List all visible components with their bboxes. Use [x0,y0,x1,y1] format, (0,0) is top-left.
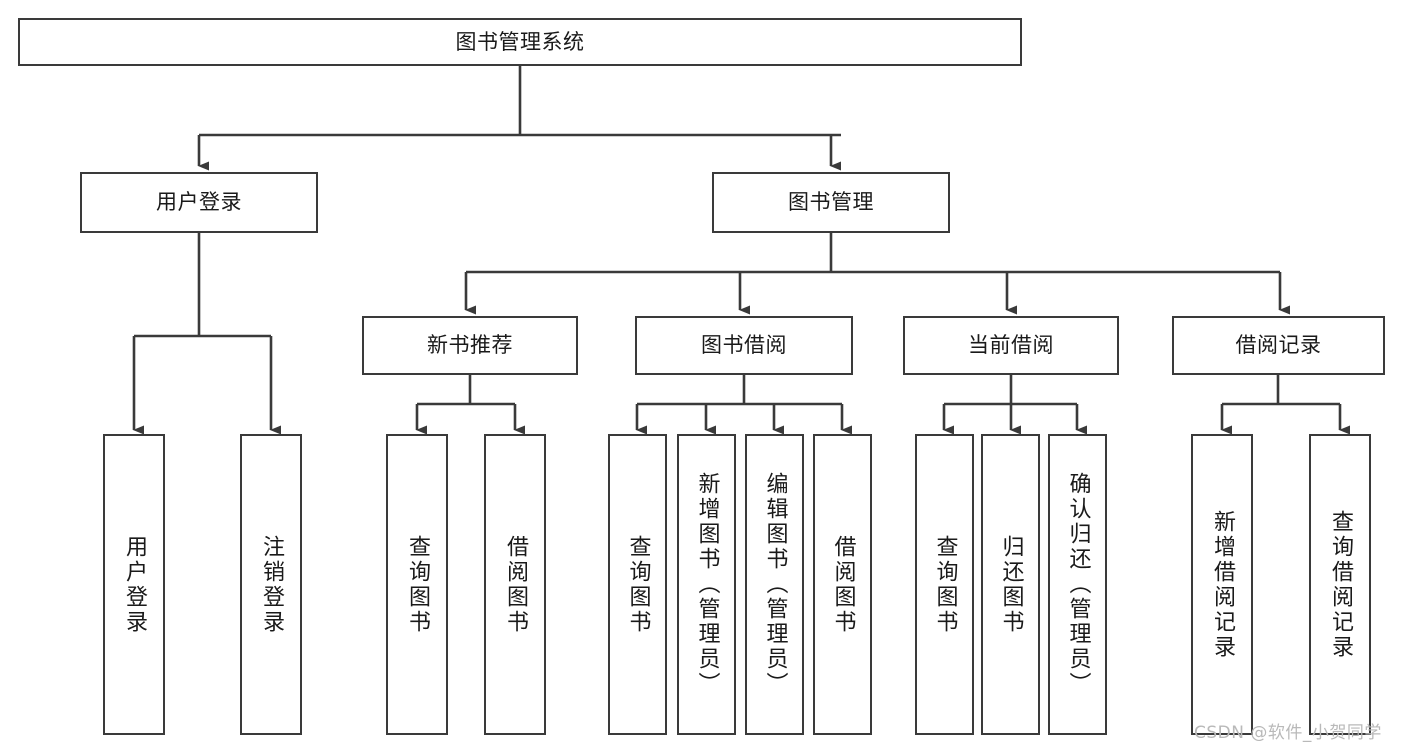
node-leaf-logout-label: 注销登录 [259,534,284,635]
node-leaf-borrow-book-label: 借阅图书 [830,534,856,635]
node-leaf-record-add-label: 新增借阅记录 [1210,509,1235,660]
node-leaf-user-login[interactable]: 用户登录 [103,434,165,735]
node-leaf-user-login-label: 用户登录 [122,534,147,635]
node-leaf-current-return-label: 归还图书 [998,534,1024,635]
node-leaf-borrow-add-label: 新增图书（管理员） [694,472,720,697]
node-leaf-borrow-edit[interactable]: 编辑图书（管理员） [745,434,804,735]
node-leaf-borrow-book[interactable]: 借阅图书 [813,434,872,735]
node-leaf-record-add[interactable]: 新增借阅记录 [1191,434,1253,735]
node-leaf-record-query[interactable]: 查询借阅记录 [1309,434,1371,735]
node-user-login[interactable]: 用户登录 [80,172,318,233]
node-borrow-record[interactable]: 借阅记录 [1172,316,1385,375]
node-new-book-recommend[interactable]: 新书推荐 [362,316,578,375]
node-leaf-borrow-query-label: 查询图书 [625,534,651,635]
node-leaf-newbook-query-label: 查询图书 [405,534,430,635]
node-leaf-logout[interactable]: 注销登录 [240,434,302,735]
node-root-system-label: 图书管理系统 [455,29,585,54]
node-book-borrow-label: 图书借阅 [701,333,787,358]
node-leaf-newbook-borrow[interactable]: 借阅图书 [484,434,546,735]
node-user-login-label: 用户登录 [156,190,242,215]
node-new-book-recommend-label: 新书推荐 [427,333,513,358]
node-leaf-borrow-edit-label: 编辑图书（管理员） [762,472,788,697]
node-current-borrow-label: 当前借阅 [968,333,1054,358]
watermark: CSDN @软件_小贺同学 [1194,723,1382,743]
node-leaf-current-query[interactable]: 查询图书 [915,434,974,735]
node-borrow-record-label: 借阅记录 [1235,333,1322,358]
node-root-system[interactable]: 图书管理系统 [18,18,1022,66]
node-book-manage[interactable]: 图书管理 [712,172,950,233]
node-leaf-borrow-query[interactable]: 查询图书 [608,434,667,735]
node-leaf-current-confirm-return-label: 确认归还（管理员） [1065,472,1091,697]
node-book-manage-label: 图书管理 [788,190,874,215]
node-leaf-borrow-add[interactable]: 新增图书（管理员） [677,434,736,735]
node-leaf-current-return[interactable]: 归还图书 [981,434,1040,735]
node-leaf-newbook-query[interactable]: 查询图书 [386,434,448,735]
node-current-borrow[interactable]: 当前借阅 [903,316,1119,375]
node-leaf-current-query-label: 查询图书 [932,534,958,635]
node-leaf-record-query-label: 查询借阅记录 [1328,509,1353,660]
node-book-borrow[interactable]: 图书借阅 [635,316,853,375]
node-leaf-current-confirm-return[interactable]: 确认归还（管理员） [1048,434,1107,735]
node-leaf-newbook-borrow-label: 借阅图书 [503,534,528,635]
